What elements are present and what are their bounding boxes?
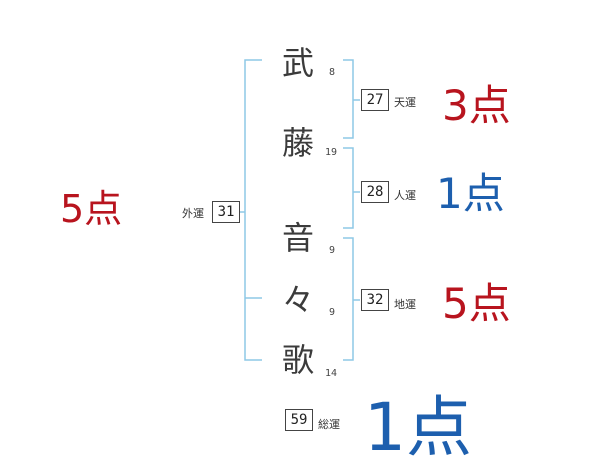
name-char-5: 歌 (281, 341, 314, 379)
chiun-label: 地運 (394, 298, 416, 311)
stroke-count-1: 8 (329, 67, 336, 78)
gaiun-score: 5点 (60, 187, 123, 231)
stroke-count-2: 19 (325, 147, 338, 158)
jinun-label: 人運 (394, 189, 416, 202)
gaiun-value-box: 31 (212, 201, 240, 223)
tenun-bracket (343, 59, 354, 139)
chiun-score: 5点 (442, 279, 511, 328)
stroke-count-5: 14 (325, 368, 338, 379)
tenun-score: 3点 (442, 81, 511, 130)
name-char-2: 藤 (281, 124, 314, 162)
name-char-3: 音 (281, 219, 314, 257)
souun-label: 総運 (318, 418, 340, 431)
souun-value-box: 59 (285, 409, 313, 431)
stroke-count-3: 9 (329, 245, 336, 256)
souun-score: 1点 (364, 389, 472, 466)
name-char-4: 々 (281, 281, 314, 319)
jinun-bracket (343, 147, 354, 229)
name-char-1: 武 (281, 44, 314, 82)
jinun-score: 1点 (436, 169, 505, 218)
chiun-value-box: 32 (361, 289, 389, 311)
tenun-label: 天運 (394, 96, 416, 109)
tenun-value-box: 27 (361, 89, 389, 111)
chiun-bracket (343, 237, 354, 361)
stroke-count-4: 9 (329, 307, 336, 318)
jinun-value-box: 28 (361, 181, 389, 203)
outer-bracket (244, 59, 262, 361)
gaiun-label: 外運 (182, 207, 204, 220)
